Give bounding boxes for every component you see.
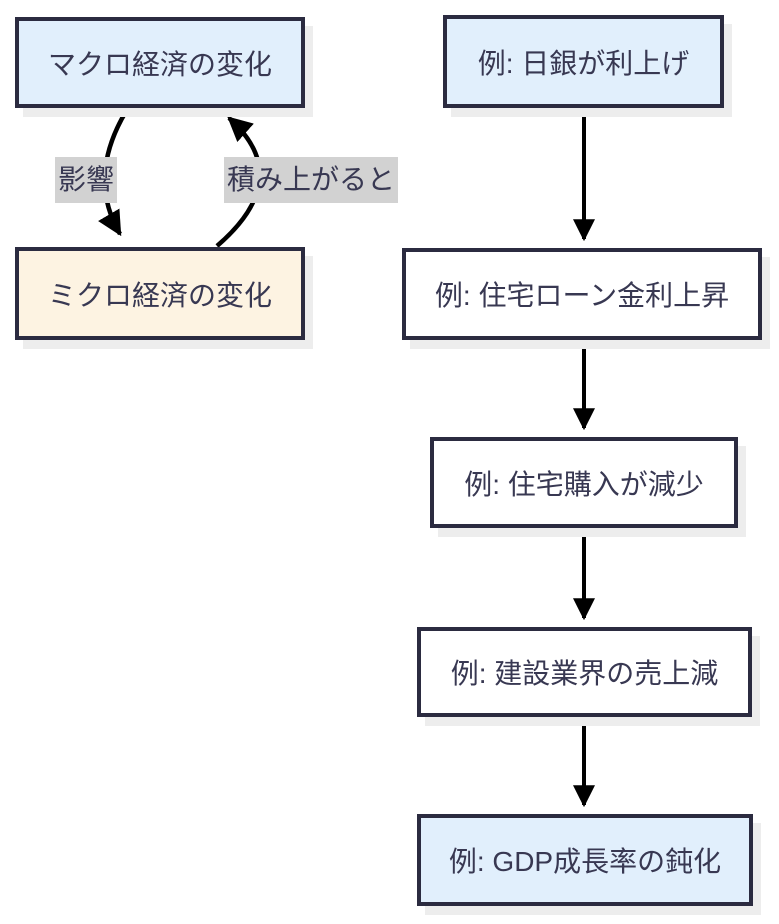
node-micro-economy-label: ミクロ経済の変化 — [47, 279, 272, 311]
node-example-boj-rate-hike-label: 例: 日銀が利上げ — [477, 47, 690, 79]
node-micro-economy: ミクロ経済の変化 — [15, 247, 305, 340]
node-example-boj-rate-hike: 例: 日銀が利上げ — [443, 15, 724, 108]
node-example-gdp-growth-slows: 例: GDP成長率の鈍化 — [417, 814, 753, 906]
edge-label-accumulate: 積み上がると — [224, 157, 399, 203]
node-example-home-purchases-decline: 例: 住宅購入が減少 — [430, 437, 738, 528]
node-macro-economy: マクロ経済の変化 — [15, 17, 305, 108]
node-example-mortgage-rates-rise-label: 例: 住宅ローン金利上昇 — [434, 280, 730, 311]
edge-label-influence: 影響 — [55, 157, 118, 203]
node-macro-economy-label: マクロ経済の変化 — [47, 48, 272, 80]
node-example-construction-sales-drop: 例: 建設業界の売上減 — [417, 627, 752, 717]
node-example-mortgage-rates-rise: 例: 住宅ローン金利上昇 — [402, 248, 762, 340]
node-example-home-purchases-decline-label: 例: 住宅購入が減少 — [464, 468, 704, 500]
node-example-gdp-growth-slows-label: 例: GDP成長率の鈍化 — [448, 846, 722, 877]
node-example-construction-sales-drop-label: 例: 建設業界の売上減 — [450, 658, 719, 689]
